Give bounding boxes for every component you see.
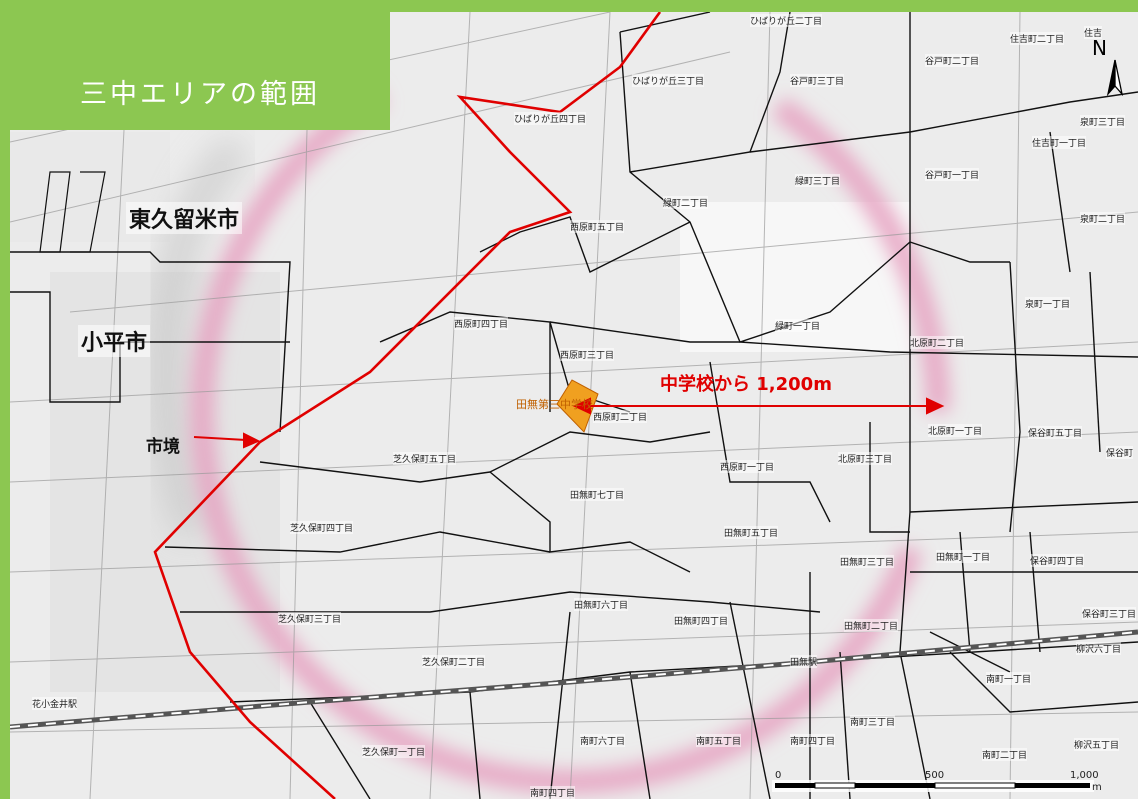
town-label: 保谷町四丁目 — [1030, 554, 1085, 567]
town-label: 北原町一丁目 — [928, 424, 983, 437]
scale-zero: 0 — [775, 770, 782, 781]
town-label: ひばりが丘二丁目 — [750, 14, 823, 27]
town-label: 南町一丁目 — [986, 672, 1032, 685]
town-label: 北原町三丁目 — [838, 452, 893, 465]
town-label: 保谷町 — [1106, 446, 1134, 459]
town-label: ひばりが丘三丁目 — [632, 74, 705, 87]
town-label: 西原町二丁目 — [593, 410, 648, 423]
town-label: 芝久保町一丁目 — [362, 745, 426, 758]
town-label: 田無町四丁目 — [674, 614, 729, 627]
map-canvas — [10, 12, 1138, 799]
town-label: 西原町三丁目 — [560, 348, 615, 361]
town-label: 柳沢六丁目 — [1076, 642, 1122, 655]
town-label: 西原町一丁目 — [720, 460, 775, 473]
railway — [10, 629, 1138, 730]
boundary-pointer-arrow — [193, 432, 261, 449]
town-label: 芝久保町四丁目 — [290, 521, 354, 534]
town-label: 保谷町三丁目 — [1082, 607, 1137, 620]
scale-mid: 500 — [925, 770, 945, 781]
town-label: 泉町三丁目 — [1080, 115, 1126, 128]
map-area[interactable]: ひばりが丘三丁目 ひばりが丘四丁目 ひばりが丘二丁目 谷戸町三丁目 谷戸町二丁目… — [10, 12, 1138, 799]
town-label: 緑町二丁目 — [663, 196, 709, 209]
scale-max: 1,000 — [1070, 770, 1099, 781]
town-label: 田無町七丁目 — [570, 488, 625, 501]
town-label: 南町六丁目 — [580, 734, 626, 747]
city-label-kodaira: 小平市 — [78, 325, 151, 357]
outer-ring-grey — [148, 133, 252, 539]
range-ring — [190, 30, 950, 794]
town-label: 住吉町一丁目 — [1032, 136, 1087, 149]
town-label: 芝久保町三丁目 — [278, 612, 342, 625]
town-label: 柳沢五丁目 — [1074, 738, 1120, 751]
title-panel: 三中エリアの範囲 — [10, 12, 390, 130]
town-label: 南町四丁目 — [530, 786, 576, 799]
city-label-higashikurume: 東久留米市 — [126, 202, 243, 234]
town-label: 田無町二丁目 — [844, 619, 899, 632]
town-label: 田無町三丁目 — [840, 555, 895, 568]
station-label: 花小金井駅 — [32, 697, 78, 710]
north-label: N — [1092, 36, 1107, 60]
town-label: ひばりが丘四丁目 — [514, 112, 587, 125]
town-label: 芝久保町五丁目 — [393, 452, 457, 465]
north-arrow — [1106, 59, 1124, 97]
scale-bar — [772, 780, 1094, 792]
town-label: 田無駅 — [790, 655, 818, 668]
town-label: 泉町二丁目 — [1080, 212, 1126, 225]
school-label: 田無第三中学校 — [516, 398, 593, 411]
town-label: 田無町六丁目 — [574, 598, 629, 611]
town-label: 西原町五丁目 — [570, 220, 625, 233]
town-label: 西原町四丁目 — [454, 317, 509, 330]
town-label: 南町三丁目 — [850, 715, 896, 728]
scale-unit: m — [1092, 782, 1102, 793]
town-label: 南町五丁目 — [696, 734, 742, 747]
page-title: 三中エリアの範囲 — [80, 79, 320, 110]
town-label: 住吉町二丁目 — [1010, 32, 1065, 45]
town-label: 芝久保町二丁目 — [422, 655, 486, 668]
town-label: 住吉 — [1084, 26, 1103, 39]
distance-arrow — [572, 397, 945, 415]
town-label: 緑町一丁目 — [775, 319, 821, 332]
city-boundary-label: 市境 — [146, 437, 180, 457]
town-label: 南町二丁目 — [982, 748, 1028, 761]
town-label: 谷戸町二丁目 — [925, 54, 980, 67]
town-label: 泉町一丁目 — [1025, 297, 1071, 310]
town-label: 保谷町五丁目 — [1028, 426, 1083, 439]
town-label: 北原町二丁目 — [910, 336, 965, 349]
distance-label: 中学校から 1,200m — [660, 374, 832, 395]
town-label: 田無町五丁目 — [724, 526, 779, 539]
town-label: 谷戸町一丁目 — [925, 168, 980, 181]
town-label: 緑町三丁目 — [795, 174, 841, 187]
town-label: 田無町一丁目 — [936, 550, 991, 563]
town-label: 谷戸町三丁目 — [790, 74, 845, 87]
town-label: 南町四丁目 — [790, 734, 836, 747]
